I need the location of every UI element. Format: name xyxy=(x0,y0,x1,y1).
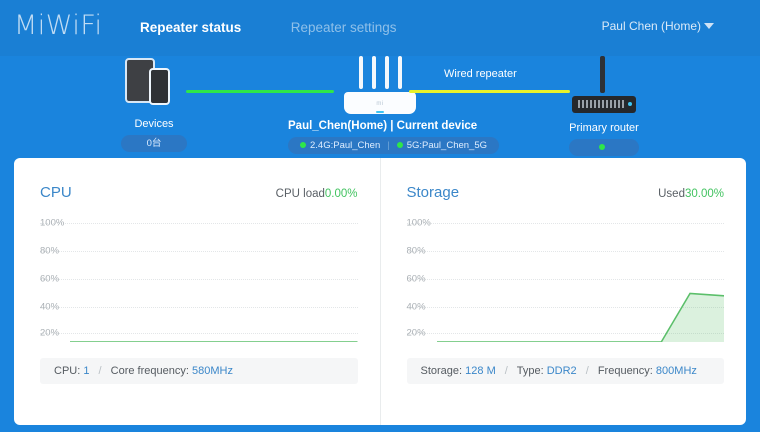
ssid-5g-label: 5G:Paul_Chen_5G xyxy=(406,140,487,151)
main-nav: Repeater status Repeater settings xyxy=(140,19,442,37)
cpu-count-value: 1 xyxy=(83,365,90,377)
status-dot-primary xyxy=(599,144,605,151)
user-menu[interactable]: Paul Chen (Home) xyxy=(602,19,714,33)
gridline-20 xyxy=(406,333,724,334)
antenna-1 xyxy=(359,56,363,89)
core-frequency-label: Core frequency: xyxy=(110,365,189,377)
storage-used-label: Used xyxy=(658,188,685,200)
cpu-series-plot xyxy=(70,341,358,342)
core-frequency-value: 580MHz xyxy=(191,365,233,377)
primary-router-led xyxy=(628,102,632,106)
tab-repeater-settings[interactable]: Repeater settings xyxy=(290,20,397,35)
ytick-20: 20% xyxy=(40,327,60,339)
cpu-footer-info: CPU: 1 / Core frequency: 580MHz xyxy=(40,358,358,384)
storage-chart: 100% 80% 60% 40% 20% xyxy=(406,215,724,342)
envelope-icon[interactable] xyxy=(724,18,746,33)
ssid-24g-label: 2.4G:Paul_Chen xyxy=(310,140,381,151)
link-router-to-primary xyxy=(409,90,570,93)
gridline-60 xyxy=(40,279,358,280)
primary-router-status-badge xyxy=(569,139,639,156)
router-body: mi xyxy=(344,92,416,114)
primary-router-vents xyxy=(578,100,624,108)
cpu-load-label: CPU load xyxy=(275,188,325,200)
gridline-100 xyxy=(40,223,358,224)
ytick-80: 80% xyxy=(406,245,426,257)
footer-divider-1: / xyxy=(98,365,102,377)
storage-used-value: 30.00% xyxy=(684,188,724,200)
gridline-80 xyxy=(406,251,724,252)
panel-cpu: CPU CPU load0.00% 100% 80% 60% 40% 20% xyxy=(14,158,380,425)
footer-divider-2: / xyxy=(585,365,589,377)
gridline-40 xyxy=(40,307,358,308)
storage-series-plot xyxy=(436,292,724,342)
gridline-100 xyxy=(406,223,724,224)
chevron-down-icon[interactable] xyxy=(704,23,714,30)
storage-size-label: Storage: xyxy=(420,365,463,377)
storage-type-value: DDR2 xyxy=(546,365,577,377)
ssid-badge: 2.4G:Paul_Chen | 5G:Paul_Chen_5G xyxy=(288,137,499,154)
user-area: Paul Chen (Home) xyxy=(602,18,746,33)
cpu-chart: 100% 80% 60% 40% 20% xyxy=(40,215,358,342)
devices-count-badge: 0台 xyxy=(121,135,187,152)
ytick-20: 20% xyxy=(406,327,426,339)
stats-card: CPU CPU load0.00% 100% 80% 60% 40% 20% xyxy=(14,158,746,425)
storage-panel-header: Storage Used30.00% xyxy=(407,184,725,201)
ytick-60: 60% xyxy=(40,273,60,285)
storage-type-label: Type: xyxy=(516,365,544,377)
ytick-80: 80% xyxy=(40,245,60,257)
gridline-80 xyxy=(40,251,358,252)
cpu-count-label: CPU: xyxy=(54,365,81,377)
ytick-100: 100% xyxy=(406,217,431,229)
storage-frequency-label: Frequency: xyxy=(597,365,653,377)
topology-node-primary-router[interactable]: Primary router xyxy=(569,56,639,156)
ssid-divider: | xyxy=(387,140,390,151)
user-name-label: Paul Chen (Home) xyxy=(601,18,701,33)
panel-storage: Storage Used30.00% 100% 80% 60% 40% 20% xyxy=(379,158,747,425)
ytick-40: 40% xyxy=(406,301,426,313)
top-header: MiWiFi Repeater status Repeater settings… xyxy=(0,0,760,56)
topology-node-devices[interactable]: Devices 0台 xyxy=(106,58,202,152)
current-router-label: Paul_Chen(Home) | Current device xyxy=(288,120,478,132)
network-topology: Devices 0台 mi Paul_Chen(Home) | Current … xyxy=(0,56,760,160)
uplink-type-label: Wired repeater xyxy=(444,68,517,80)
phone-icon xyxy=(149,68,170,105)
cpu-panel-header: CPU CPU load0.00% xyxy=(40,184,358,201)
devices-tablet-phone-icon xyxy=(119,58,189,110)
primary-router-label: Primary router xyxy=(569,122,639,134)
router-icon xyxy=(569,56,639,114)
cpu-load-value: 0.00% xyxy=(324,188,358,200)
gridline-20 xyxy=(40,333,358,334)
stats-panels: CPU CPU load0.00% 100% 80% 60% 40% 20% xyxy=(14,158,746,425)
mi-brand-mark: mi xyxy=(376,101,384,107)
miwifi-logo: MiWiFi xyxy=(14,10,103,41)
status-dot-24g xyxy=(300,142,306,149)
tab-repeater-status[interactable]: Repeater status xyxy=(140,20,242,35)
antenna-4 xyxy=(398,56,402,89)
primary-router-body xyxy=(572,96,636,113)
antenna-3 xyxy=(385,56,389,89)
topology-node-current-router[interactable]: mi Paul_Chen(Home) | Current device 2.4G… xyxy=(288,56,499,154)
storage-footer-info: Storage: 128 M / Type: DDR2 / Frequency:… xyxy=(406,358,724,384)
router-led xyxy=(376,111,384,113)
cpu-load-metric: CPU load0.00% xyxy=(276,188,358,200)
ytick-60: 60% xyxy=(406,273,426,285)
storage-used-metric: Used30.00% xyxy=(658,188,724,200)
gridline-40 xyxy=(406,307,724,308)
cpu-panel-title: CPU xyxy=(40,184,72,201)
storage-panel-title: Storage xyxy=(406,184,460,201)
envelope-flap xyxy=(724,18,746,27)
devices-label: Devices xyxy=(134,118,174,130)
gridline-60 xyxy=(406,279,724,280)
status-dot-5g xyxy=(396,142,403,149)
storage-frequency-value: 800MHz xyxy=(655,365,697,377)
footer-divider-1: / xyxy=(504,365,508,377)
ytick-40: 40% xyxy=(40,301,60,313)
ytick-100: 100% xyxy=(40,217,65,229)
mi-router-icon: mi xyxy=(335,56,425,114)
storage-size-value: 128 M xyxy=(465,365,496,377)
link-devices-to-router xyxy=(186,90,334,93)
antenna-2 xyxy=(372,56,376,89)
primary-antenna xyxy=(600,56,605,93)
